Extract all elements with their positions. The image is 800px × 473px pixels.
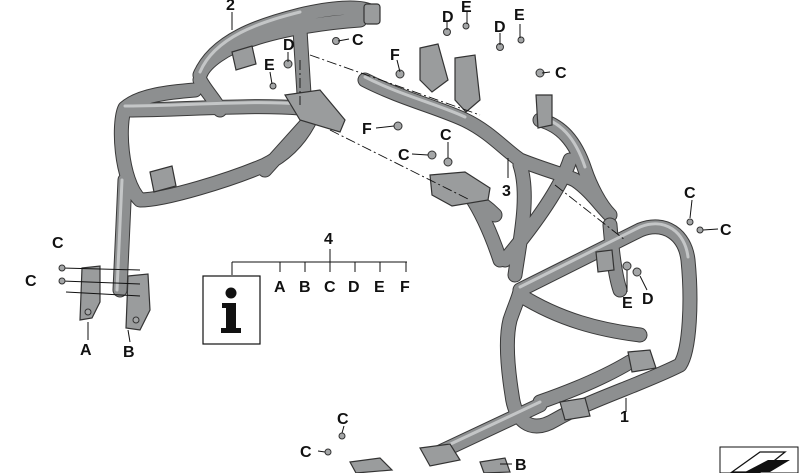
callout-D: D bbox=[494, 19, 506, 36]
callout-C: C bbox=[720, 222, 732, 239]
callout-labels: 2 3 1 C D E D E D E F C F C C C C E D C … bbox=[25, 0, 732, 473]
callout-C: C bbox=[300, 444, 312, 461]
callout-F: F bbox=[362, 121, 372, 138]
legend-item-E: E bbox=[374, 279, 385, 296]
callout-1: 1 bbox=[620, 409, 629, 426]
callout-C: C bbox=[25, 273, 37, 290]
callout-C: C bbox=[398, 147, 410, 164]
callout-B: B bbox=[123, 344, 135, 361]
carrier-frame-3 bbox=[357, 43, 618, 283]
legend-number: 4 bbox=[324, 231, 333, 248]
callout-D: D bbox=[642, 291, 654, 308]
legend-item-D: D bbox=[348, 279, 360, 296]
carrier-frame-2 bbox=[112, 0, 381, 298]
callout-E: E bbox=[622, 295, 633, 312]
scroll-corner-icon[interactable] bbox=[719, 446, 799, 473]
callout-C: C bbox=[684, 185, 696, 202]
callout-C: C bbox=[337, 411, 349, 428]
callout-E: E bbox=[264, 57, 275, 74]
pannier-frame-1 bbox=[432, 217, 698, 460]
callout-C: C bbox=[52, 235, 64, 252]
legend-item-A: A bbox=[274, 279, 286, 296]
callout-D: D bbox=[442, 9, 454, 26]
legend-item-C: C bbox=[324, 279, 336, 296]
callout-F: F bbox=[390, 47, 400, 64]
callout-2: 2 bbox=[226, 0, 235, 14]
callout-E: E bbox=[461, 0, 472, 16]
callout-A: A bbox=[80, 342, 92, 359]
callout-C: C bbox=[555, 65, 567, 82]
callout-3: 3 bbox=[502, 183, 511, 200]
bracket-B bbox=[125, 273, 151, 331]
callout-D: D bbox=[283, 37, 295, 54]
callout-E: E bbox=[514, 7, 525, 24]
legend-item-B: B bbox=[299, 279, 311, 296]
legend-item-F: F bbox=[400, 279, 410, 296]
info-icon bbox=[202, 275, 261, 345]
callout-B: B bbox=[515, 457, 527, 473]
callout-C: C bbox=[440, 127, 452, 144]
hardware-bolts bbox=[269, 22, 704, 456]
assembly-center-lines bbox=[299, 54, 626, 241]
callout-C: C bbox=[352, 32, 364, 49]
bracket-bolts-left bbox=[58, 264, 141, 297]
leader-lines bbox=[87, 12, 719, 465]
parts-legend: 4 A B C D E F bbox=[202, 231, 410, 345]
lower-brackets bbox=[349, 443, 511, 473]
